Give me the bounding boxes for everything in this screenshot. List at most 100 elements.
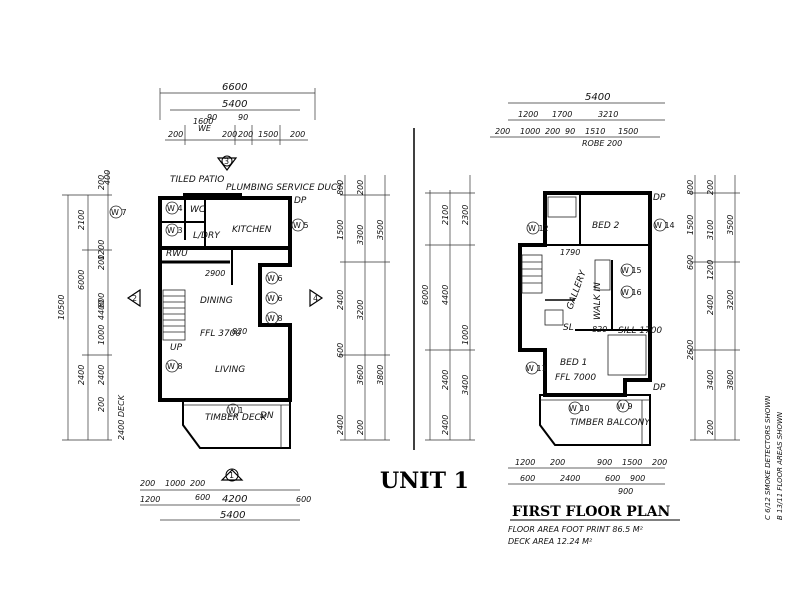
- svg-text:2100: 2100: [77, 210, 86, 230]
- svg-text:4400: 4400: [97, 300, 106, 320]
- window-tag: W 14: [654, 221, 675, 230]
- svg-text:200: 200: [190, 479, 205, 488]
- svg-text:200: 200: [238, 130, 253, 139]
- label-wc: WC: [190, 205, 206, 215]
- svg-text:200: 200: [140, 479, 155, 488]
- svg-text:820: 820: [232, 327, 247, 336]
- label-kitchen: KITCHEN: [232, 225, 272, 235]
- dim-ground-overall: 6600: [222, 82, 247, 93]
- elevation-marker-4: 4: [309, 288, 324, 308]
- window-tag: W 8: [167, 362, 183, 371]
- svg-text:SILL 1700: SILL 1700: [618, 326, 662, 336]
- svg-text:4: 4: [313, 294, 318, 303]
- label-ffl-ground: FFL 3700: [200, 329, 241, 339]
- first-left-dimensions: 2100 2300 4400 6000 1000 2400 3400 2400: [421, 175, 475, 441]
- svg-text:DP: DP: [653, 383, 666, 393]
- svg-text:2300: 2300: [461, 205, 470, 225]
- svg-text:1500: 1500: [258, 130, 278, 139]
- window-tag: W 8: [267, 314, 283, 323]
- svg-text:1500: 1500: [336, 220, 345, 240]
- svg-text:RWU: RWU: [166, 249, 188, 259]
- svg-text:1200: 1200: [97, 240, 106, 260]
- svg-text:200: 200: [168, 130, 183, 139]
- svg-text:1200: 1200: [706, 260, 715, 280]
- svg-text:2400: 2400: [441, 415, 450, 435]
- svg-text:2100: 2100: [441, 205, 450, 225]
- svg-text:1500: 1500: [686, 215, 695, 235]
- svg-text:800: 800: [336, 180, 345, 195]
- window-tag: W 12: [528, 224, 549, 233]
- svg-text:1: 1: [229, 471, 234, 480]
- svg-text:5400: 5400: [585, 92, 610, 103]
- svg-text:3210: 3210: [598, 110, 618, 119]
- svg-text:3400: 3400: [706, 370, 715, 390]
- svg-text:600: 600: [97, 293, 106, 308]
- dim-ground-inner: 5400: [222, 99, 247, 110]
- svg-text:10500: 10500: [57, 295, 66, 320]
- svg-text:200: 200: [97, 397, 106, 412]
- svg-text:1500: 1500: [622, 458, 642, 467]
- revision-note: C 6/12 SMOKE DETECTORS SHOWN: [764, 395, 772, 520]
- ground-stairs: UP: [162, 289, 186, 353]
- svg-text:6000: 6000: [77, 270, 86, 290]
- svg-text:4400: 4400: [441, 285, 450, 305]
- svg-text:900: 900: [630, 474, 645, 483]
- svg-text:1000: 1000: [165, 479, 185, 488]
- elevation-marker-2: 2: [126, 288, 141, 308]
- label-bed2: BED 2: [592, 221, 620, 231]
- svg-text:2400: 2400: [77, 365, 86, 385]
- svg-text:200: 200: [545, 127, 560, 136]
- svg-text:1600: 1600: [193, 117, 213, 126]
- ground-walls: [158, 193, 292, 402]
- svg-text:4200: 4200: [222, 494, 247, 505]
- svg-text:3800: 3800: [726, 370, 735, 390]
- svg-text:600: 600: [686, 255, 695, 270]
- svg-text:200: 200: [290, 130, 305, 139]
- svg-text:1000: 1000: [97, 325, 106, 345]
- deck-area-note: DECK AREA 12.24 M²: [508, 537, 593, 546]
- first-stairs: [521, 196, 647, 376]
- ground-bottom-dimensions: 200 1000 200 1200 600 4200 600 5400: [140, 479, 311, 521]
- ground-right-dimensions: 800 200 1500 3300 3500 2400 3200 600 360…: [336, 175, 390, 441]
- ground-left-dimensions: 10500 6000 2100 1200 4400 2400 2400 200 …: [57, 170, 126, 441]
- label-ffl-first: FFL 7000: [555, 373, 596, 383]
- svg-text:2900: 2900: [205, 269, 225, 278]
- svg-text:600: 600: [605, 474, 620, 483]
- first-top-dimensions: 5400 1200 1700 3210 200 1000 200 90 1510…: [490, 92, 665, 148]
- svg-text:200: 200: [495, 127, 510, 136]
- svg-text:2400: 2400: [336, 290, 345, 310]
- svg-text:90: 90: [238, 113, 248, 122]
- label-bed1: BED 1: [560, 358, 587, 368]
- revision-note: B 13/11 FLOOR AREAS SHOWN: [776, 411, 784, 520]
- window-tag: W 11: [526, 364, 547, 373]
- svg-text:DP: DP: [294, 196, 307, 206]
- svg-text:1500: 1500: [618, 127, 638, 136]
- svg-text:5400: 5400: [220, 510, 245, 521]
- svg-text:UP: UP: [170, 343, 183, 353]
- svg-text:6000: 6000: [421, 285, 430, 305]
- svg-text:1790: 1790: [560, 248, 580, 257]
- svg-text:2: 2: [132, 294, 137, 303]
- svg-text:1000: 1000: [520, 127, 540, 136]
- svg-text:200: 200: [550, 458, 565, 467]
- svg-text:800: 800: [686, 180, 695, 195]
- window-tag: W 9: [617, 402, 633, 411]
- window-tag: W 1: [228, 406, 244, 415]
- label-timber-balcony: TIMBER BALCONY: [570, 418, 651, 428]
- plan-title: FIRST FLOOR PLAN: [512, 504, 670, 520]
- label-gallery: GALLERY: [565, 268, 589, 311]
- ground-floor-plan: 6600 5400 200 1600 200 200 1500 200 90 9…: [57, 82, 390, 521]
- svg-text:1200: 1200: [140, 495, 160, 504]
- svg-text:3500: 3500: [726, 215, 735, 235]
- svg-text:3400: 3400: [461, 375, 470, 395]
- svg-text:200: 200: [356, 180, 365, 195]
- window-tag: W 15: [621, 266, 642, 275]
- svg-text:3800: 3800: [376, 365, 385, 385]
- label-timber-deck: TIMBER DECK: [205, 413, 268, 423]
- svg-text:400: 400: [103, 170, 112, 185]
- window-tag: W 16: [621, 288, 642, 297]
- svg-text:600: 600: [296, 495, 311, 504]
- svg-text:2400: 2400: [336, 415, 345, 435]
- svg-text:3200: 3200: [356, 300, 365, 320]
